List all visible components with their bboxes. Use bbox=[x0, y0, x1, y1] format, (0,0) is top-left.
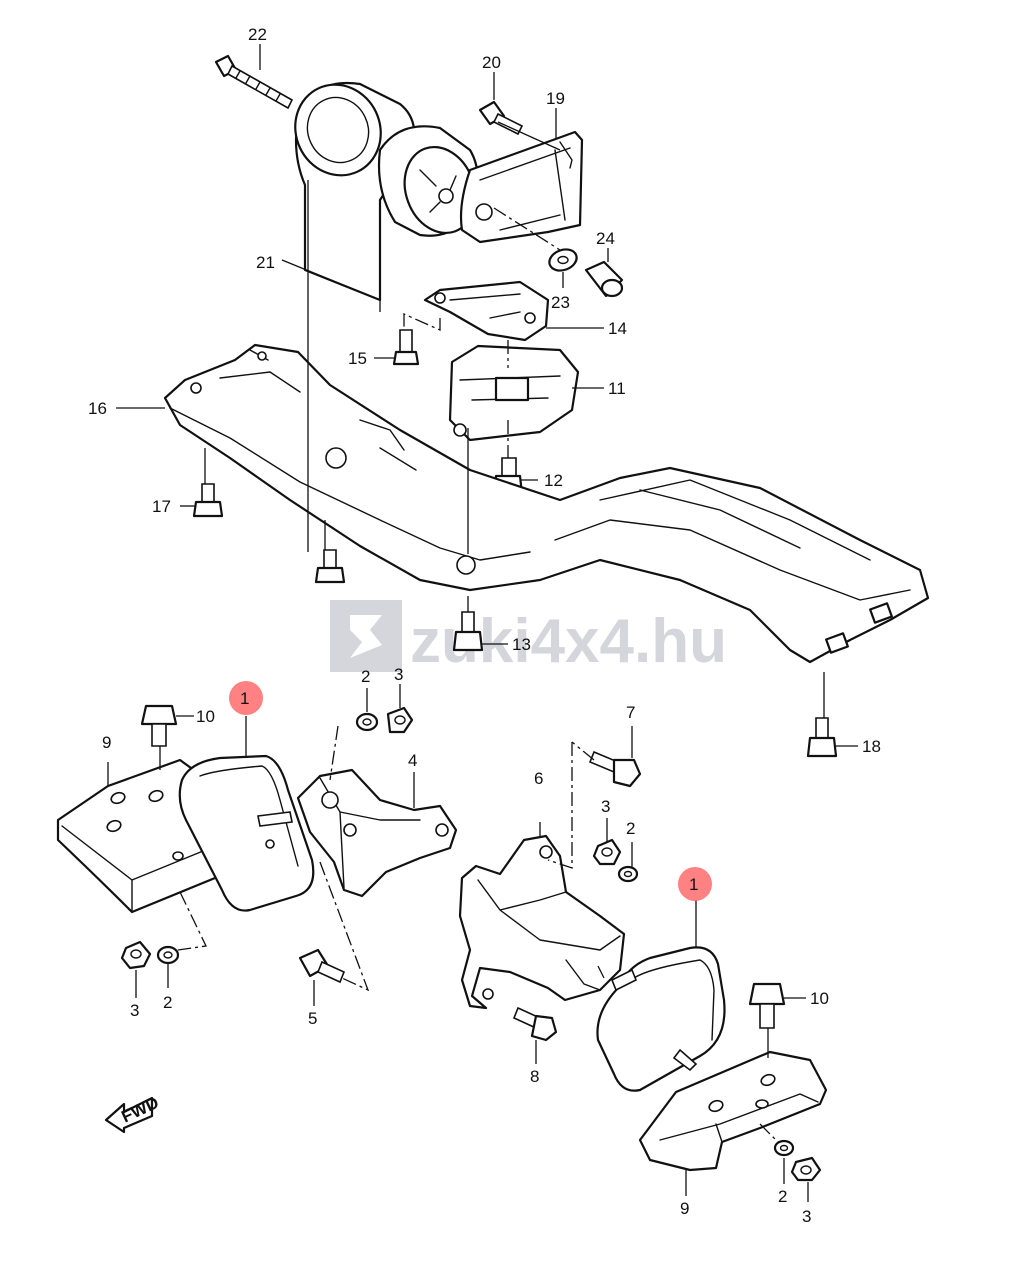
callout-1-right: 1 bbox=[689, 875, 698, 894]
callout-2-bottom-left: 2 bbox=[163, 993, 172, 1012]
highlight-part-1-left bbox=[229, 681, 263, 715]
callout-6: 6 bbox=[534, 769, 543, 788]
callout-16: 16 bbox=[88, 399, 107, 418]
callout-23: 23 bbox=[551, 293, 570, 312]
part-2-washer-bottom-right bbox=[773, 1139, 795, 1157]
callout-9-left: 9 bbox=[102, 733, 111, 752]
part-24-spacer bbox=[584, 260, 624, 298]
callout-3-top: 3 bbox=[394, 665, 403, 684]
callout-labels: 1 1 22 20 19 24 21 23 14 15 11 16 12 17 … bbox=[88, 25, 881, 1226]
callout-3-bottom-right: 3 bbox=[802, 1207, 811, 1226]
part-10-left-bolt bbox=[140, 704, 178, 747]
callout-21: 21 bbox=[256, 253, 275, 272]
part-2-washer-bottom-left bbox=[156, 945, 180, 965]
part-13-bolt bbox=[452, 611, 484, 652]
callout-17: 17 bbox=[152, 497, 171, 516]
callout-22: 22 bbox=[248, 25, 267, 44]
part-crossmember-bolt bbox=[314, 549, 346, 584]
callout-8: 8 bbox=[530, 1067, 539, 1086]
callout-18: 18 bbox=[862, 737, 881, 756]
callout-3-bottom-left: 3 bbox=[130, 1001, 139, 1020]
part-18-bolt bbox=[806, 717, 838, 758]
callout-14: 14 bbox=[608, 319, 627, 338]
part-10-right-bolt bbox=[748, 982, 786, 1029]
callout-1-left: 1 bbox=[240, 689, 249, 708]
callout-2-middle-right: 2 bbox=[626, 819, 635, 838]
part-8-bolt bbox=[512, 1006, 558, 1042]
part-17-bolt bbox=[192, 483, 224, 518]
part-1-left-rubber-mount bbox=[178, 754, 315, 912]
part-3-nut-bottom-right bbox=[790, 1156, 822, 1182]
part-2-washer-top bbox=[355, 712, 379, 732]
part-1-right-rubber-mount bbox=[596, 946, 726, 1092]
part-11-rubber-mount bbox=[448, 344, 580, 442]
callout-4: 4 bbox=[408, 751, 417, 770]
part-16-crossmember bbox=[163, 343, 930, 664]
part-21-engine-mount bbox=[294, 82, 479, 302]
part-3-nut-bottom-left bbox=[120, 940, 152, 970]
callout-24: 24 bbox=[596, 229, 615, 248]
callout-10-left: 10 bbox=[196, 707, 215, 726]
part-5-bolt bbox=[298, 948, 346, 984]
callout-13: 13 bbox=[512, 635, 531, 654]
part-19-bracket bbox=[459, 130, 584, 244]
callout-20: 20 bbox=[482, 53, 501, 72]
callout-19: 19 bbox=[546, 89, 565, 108]
callout-10-right: 10 bbox=[810, 989, 829, 1008]
part-15-bolt bbox=[392, 329, 420, 366]
callout-11: 11 bbox=[608, 379, 626, 398]
callout-2-top: 2 bbox=[361, 667, 370, 686]
callout-3-middle-right: 3 bbox=[601, 797, 610, 816]
part-14-bracket bbox=[423, 280, 550, 342]
callout-5: 5 bbox=[308, 1009, 317, 1028]
part-2-washer-middle-right bbox=[617, 865, 639, 883]
callout-9-right: 9 bbox=[680, 1199, 689, 1218]
callout-7: 7 bbox=[626, 703, 635, 722]
part-3-nut-middle-right bbox=[592, 838, 622, 866]
part-4-bracket bbox=[296, 768, 458, 898]
callout-2-bottom-right: 2 bbox=[778, 1187, 787, 1206]
callout-15: 15 bbox=[348, 349, 367, 368]
part-3-nut-top bbox=[386, 706, 414, 734]
part-20-bolt bbox=[478, 100, 524, 136]
part-7-bolt bbox=[588, 750, 642, 788]
part-9-right-bracket bbox=[638, 1050, 828, 1172]
fwd-arrow-icon: FWD bbox=[104, 1093, 162, 1134]
part-23-washer bbox=[548, 248, 578, 272]
callout-12: 12 bbox=[544, 471, 563, 490]
highlight-part-1-right bbox=[678, 867, 712, 901]
part-6-bracket bbox=[458, 834, 626, 1010]
part-22-long-bolt bbox=[214, 54, 294, 110]
